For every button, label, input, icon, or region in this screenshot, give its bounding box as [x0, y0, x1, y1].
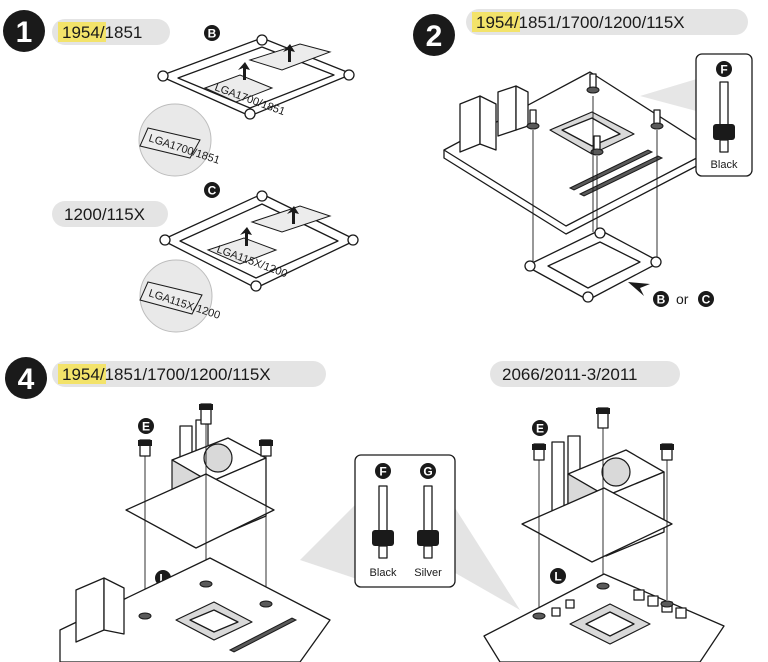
svg-text:F: F: [379, 465, 386, 479]
part-f-letter: F: [720, 63, 727, 77]
bracket-c-illustration: 1200/115X C LGA115X/1200 LGA115X/1200: [52, 182, 359, 333]
step2-motherboard-illustration: F Black B or C: [443, 53, 753, 307]
step1-alt-label: 1200/115X: [64, 205, 145, 224]
svg-text:1954/1851/1700/1200/115X: 1954/1851/1700/1200/115X: [476, 13, 685, 32]
step2-backplate-arrow: [628, 282, 650, 296]
part-b-letter: B: [208, 27, 217, 41]
step2-screw-color-label: Black: [711, 159, 738, 171]
step2-part-c-letter: C: [702, 293, 711, 307]
step2-number: 2: [426, 20, 443, 53]
step2-header: 2 1954/1851/1700/1200/115X: [413, 9, 748, 56]
svg-text:E: E: [142, 420, 150, 434]
step4-right-part-e-badge: [532, 420, 548, 436]
step1-header: 1 1954/1851: [3, 10, 170, 52]
step2-label-pill: [466, 9, 748, 35]
step4-right-part-l-badge: [550, 568, 566, 584]
part-f-badge: [716, 61, 732, 77]
step4-part-g-badge: [420, 463, 436, 479]
step4-left-part-e-badge: [138, 418, 154, 434]
part-b-badge: [204, 25, 220, 41]
step1-label-highlight: [58, 22, 106, 42]
step4-alt-label-pill: [490, 361, 680, 387]
step1-number: 1: [16, 16, 33, 49]
svg-text:1954/1851/1700/1200/115X: 1954/1851/1700/1200/115X: [62, 365, 271, 384]
step4-left-assembly: E Tt L: [59, 403, 331, 662]
screw-g-silver-icon: [423, 485, 433, 533]
step4-label-highlight: [58, 364, 106, 384]
step4-screw-callout: F G Black Silver: [300, 454, 520, 610]
step4-label-highlight-text: 1954: [62, 365, 100, 384]
svg-text:E: E: [536, 422, 544, 436]
step1-number-badge: [3, 10, 45, 52]
step4-number-badge: [5, 357, 47, 399]
svg-text:1954/1851: 1954/1851: [62, 23, 142, 42]
step2-label-highlight-text: 1954: [476, 13, 514, 32]
svg-text:L: L: [159, 572, 166, 586]
step2-label-rest: /1851/1700/1200/115X: [514, 13, 685, 32]
step4-black-label: Black: [370, 567, 397, 579]
part-c-badge: [204, 182, 220, 198]
step2-label-highlight: [472, 12, 520, 32]
screw-f-black-icon: [378, 485, 388, 533]
step4-label-rest: /1851/1700/1200/115X: [100, 365, 271, 384]
step4-silver-label: Silver: [414, 567, 442, 579]
step4-part-f-badge: [375, 463, 391, 479]
step2-number-badge: [413, 14, 455, 56]
step4-header: 4 1954/1851/1700/1200/115X 2066/2011-3/2…: [5, 357, 680, 399]
step4-label-pill: [52, 361, 326, 387]
bracket-b-illustration: B LGA1700/1851 LGA1700/1851: [138, 25, 355, 177]
step4-number: 4: [18, 363, 35, 396]
step2-screw-f-icon: [719, 81, 729, 127]
step4-right-assembly: E Tt L: [483, 407, 725, 662]
step1-label-highlight-text: 1954: [62, 23, 100, 42]
step2-or-text: or: [676, 291, 689, 307]
step1-alt-label-pill: [52, 201, 168, 227]
step2-part-b-letter: B: [657, 293, 666, 307]
svg-text:L: L: [554, 570, 561, 584]
part-c-letter: C: [208, 184, 217, 198]
svg-text:G: G: [423, 465, 432, 479]
step4-alt-label: 2066/2011-3/2011: [502, 365, 638, 384]
step1-label-rest: /1851: [100, 23, 143, 42]
